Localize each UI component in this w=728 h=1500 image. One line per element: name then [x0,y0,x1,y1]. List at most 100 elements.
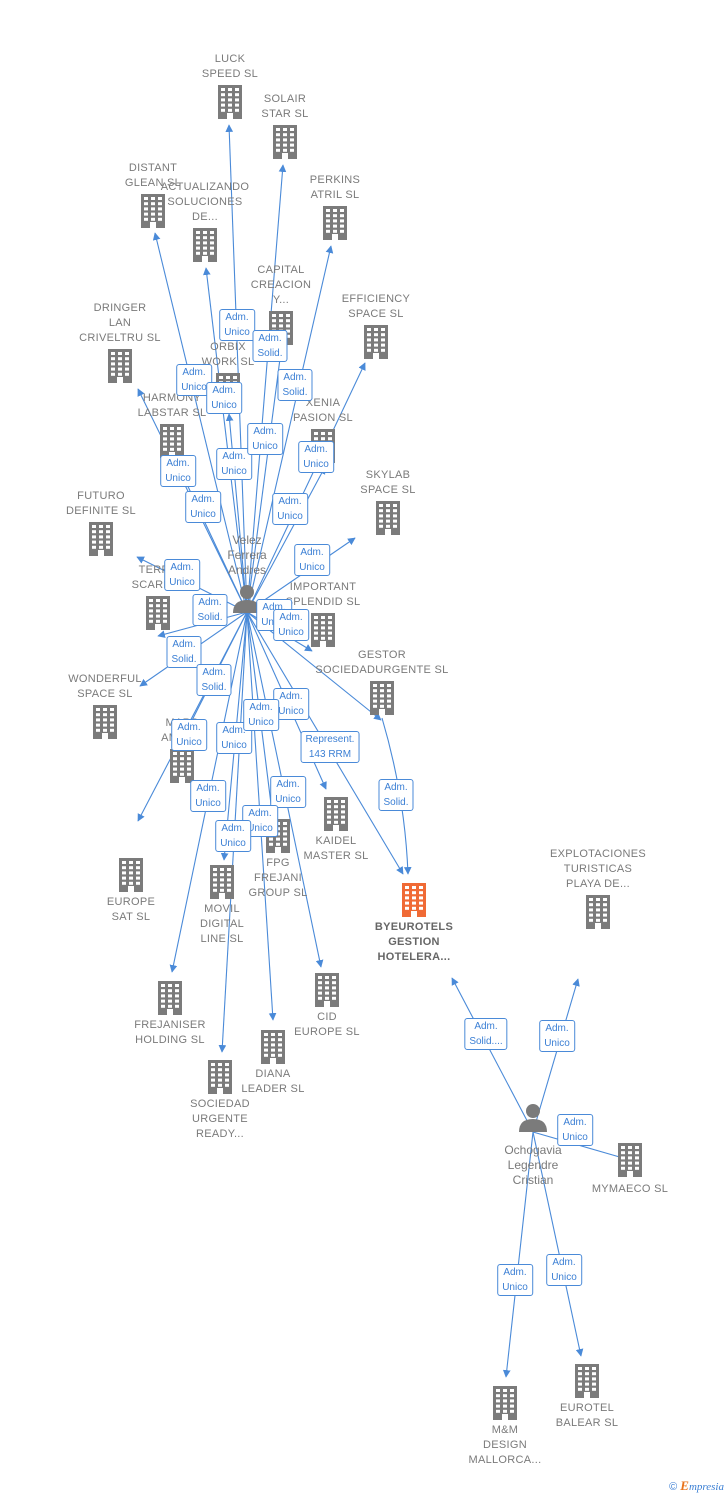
company-label-explotaciones[interactable]: EXPLOTACIONES TURISTICAS PLAYA DE... [550,848,646,890]
company-label-sociedad[interactable]: SOCIEDAD URGENTE READY... [190,1098,250,1140]
edge-label-velez-byeurotels[interactable]: Represent. 143 RRM [300,731,360,763]
company-icon-futuro[interactable] [89,522,113,556]
edge-ochogavia-byeurotels [451,977,534,1133]
edge-label-velez-orbix[interactable]: Adm. Unico [216,448,252,480]
edge-label-velez-kaidel[interactable]: Adm. Unico [273,688,309,720]
company-icon-eurotel[interactable] [575,1364,599,1398]
edge-label-gestor-byeurotels[interactable]: Adm. Solid. [378,779,414,811]
company-label-fpg[interactable]: FPG FREJANI GROUP SL [248,857,308,899]
edge-label-velez-skylab[interactable]: Adm. Unico [294,544,330,576]
company-icon-important[interactable] [311,613,335,647]
company-icon-diana[interactable] [261,1030,285,1064]
company-icon-mm[interactable] [493,1386,517,1420]
company-icon-movil[interactable] [210,865,234,899]
company-label-kaidel[interactable]: KAIDEL MASTER SL [303,835,369,862]
edge-label-velez-gestor[interactable]: Adm. Unico [273,609,309,641]
edge-velez-distant [152,232,248,613]
edge-label-velez-mars[interactable]: Adm. Solid. [196,664,232,696]
edge-label-ochogavia-explotaciones[interactable]: Adm. Unico [539,1020,575,1052]
company-label-mm[interactable]: M&M DESIGN MALLORCA... [468,1424,542,1466]
company-icon-dringer[interactable] [108,349,132,383]
company-icon-byeurotels[interactable] [402,883,426,917]
company-label-capital[interactable]: CAPITAL CREACION Y... [250,264,312,306]
edge-label-ochogavia-byeurotels[interactable]: Adm. Solid.... [464,1018,508,1050]
company-icon-solair[interactable] [273,125,297,159]
edge-label-ochogavia-mymaeco[interactable]: Adm. Unico [557,1114,593,1146]
company-label-efficiency[interactable]: EFFICIENCY SPACE SL [341,293,411,320]
edge-label-velez-dringer[interactable]: Adm. Unico [185,491,221,523]
edge-label-velez-sociedad[interactable]: Adm. Unico [215,820,251,852]
edge-velez-efficiency [246,362,366,613]
company-icon-skylab[interactable] [376,501,400,535]
edge-velez-europe [137,611,248,822]
edge-label-velez-actualizando[interactable]: Adm. Unico [206,382,242,414]
edge-label-velez-solair[interactable]: Adm. Solid. [252,330,288,362]
edge-ochogavia-explotaciones [532,978,580,1133]
empresia-watermark: © Empresia [669,1478,724,1494]
company-icon-gestor[interactable] [370,681,394,715]
company-icon-frejaniser[interactable] [158,981,182,1015]
company-icon-cid[interactable] [315,973,339,1007]
company-label-skylab[interactable]: SKYLAB SPACE SL [360,469,416,496]
company-icon-perkins[interactable] [323,206,347,240]
company-icon-kaidel[interactable] [324,797,348,831]
edge-label-velez-frejaniser[interactable]: Adm. Unico [190,780,226,812]
edge-label-velez-efficiency[interactable]: Adm. Unico [247,423,283,455]
company-label-eurotel[interactable]: EUROTEL BALEAR SL [555,1402,619,1429]
company-label-movil[interactable]: MOVIL DIGITAL LINE SL [199,903,245,945]
person-icon-velez[interactable] [233,585,261,613]
company-label-actualizando[interactable]: ACTUALIZANDO SOLUCIONES DE... [160,181,250,223]
edge-velez-perkins [246,245,334,613]
edge-label-velez-luck[interactable]: Adm. Unico [219,309,255,341]
company-label-wonderful[interactable]: WONDERFUL SPACE SL [68,673,142,700]
company-icon-efficiency[interactable] [364,325,388,359]
edge-label-velez-cid[interactable]: Adm. Unico [270,776,306,808]
company-icon-europe[interactable] [119,858,143,892]
company-label-cid[interactable]: CID EUROPE SL [294,1011,360,1038]
company-icon-terra[interactable] [146,596,170,630]
company-label-gestor[interactable]: GESTOR SOCIEDADURGENTE SL [315,649,449,676]
company-label-distant[interactable]: DISTANT GLEAN SL [124,162,182,189]
edge-label-velez-capital[interactable]: Adm. Unico [272,493,308,525]
edge-label-velez-terra[interactable]: Adm. Unico [164,559,200,591]
company-icon-harmony[interactable] [160,424,184,458]
edge-ochogavia-mm [502,1131,534,1378]
company-label-diana[interactable]: DIANA LEADER SL [241,1068,305,1095]
edge-label-velez-xenia[interactable]: Adm. Unico [298,441,334,473]
edge-velez-luck [225,124,248,613]
person-label-velez[interactable]: Velez Ferrera Andres [227,533,267,577]
company-label-byeurotels[interactable]: BYEUROTELS GESTION HOTELERA... [374,921,454,963]
company-label-europe[interactable]: EUROPE SAT SL [106,896,156,923]
company-label-solair[interactable]: SOLAIR STAR SL [261,93,309,120]
company-label-mymaeco[interactable]: MYMAECO SL [591,1183,669,1195]
company-icon-luck[interactable] [218,85,242,119]
company-icon-explotaciones[interactable] [586,895,610,929]
edge-label-velez-fpg[interactable]: Adm. Unico [243,699,279,731]
company-icon-sociedad[interactable] [208,1060,232,1094]
company-icon-wonderful[interactable] [93,705,117,739]
edge-velez-capital [246,350,284,613]
edge-label-velez-harmony[interactable]: Adm. Unico [160,455,196,487]
company-label-futuro[interactable]: FUTURO DEFINITE SL [66,490,136,517]
company-label-frejaniser[interactable]: FREJANISER HOLDING SL [134,1019,206,1046]
company-label-xenia[interactable]: XENIA PASION SL [293,397,353,424]
edge-label-velez-europe[interactable]: Adm. Unico [171,719,207,751]
company-label-luck[interactable]: LUCK SPEED SL [201,53,259,80]
company-label-important[interactable]: IMPORTANT SPLENDID SL [285,581,361,608]
person-icon-ochogavia[interactable] [519,1104,547,1132]
person-label-ochogavia[interactable]: Ochogavia Legendre Cristian [504,1143,562,1187]
company-label-perkins[interactable]: PERKINS ATRIL SL [309,174,361,201]
edge-label-ochogavia-mm[interactable]: Adm. Unico [497,1264,533,1296]
company-label-dringer[interactable]: DRINGER LAN CRIVELTRU SL [79,302,161,344]
company-icon-mymaeco[interactable] [618,1143,642,1177]
edge-label-velez-futuro[interactable]: Adm. Solid. [192,594,228,626]
edge-label-ochogavia-eurotel[interactable]: Adm. Unico [546,1254,582,1286]
company-label-orbix[interactable]: ORBIX WORK SL [201,341,255,368]
edge-label-velez-perkins[interactable]: Adm. Solid. [277,369,313,401]
company-icon-mars[interactable] [170,749,194,783]
company-icon-actualizando[interactable] [193,228,217,262]
edge-label-velez-wonderful[interactable]: Adm. Solid. [166,636,202,668]
company-icon-distant[interactable] [141,194,165,228]
edge-label-velez-distant[interactable]: Adm. Unico [176,364,212,396]
